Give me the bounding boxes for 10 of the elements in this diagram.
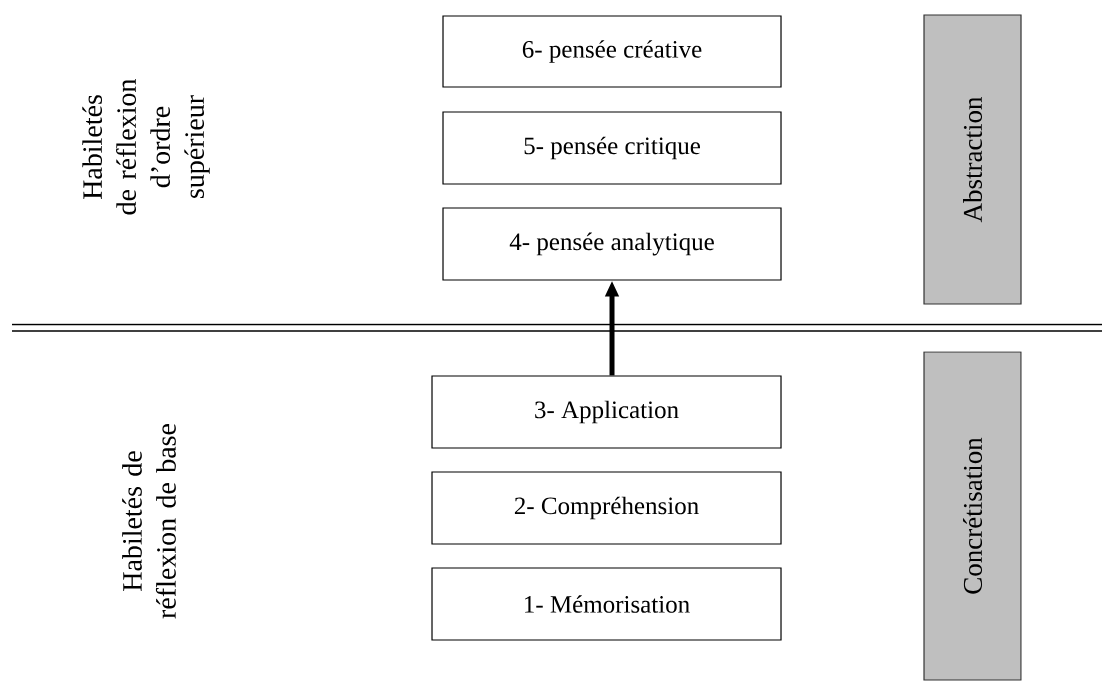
side-label: Habiletés de réflexion d’ordre supérieur [82,79,210,215]
level-box: 1- Mémorisation [431,567,782,641]
level-box: 3- Application [431,375,782,449]
level-box: 4- pensée analytique [442,207,782,281]
side-band: Abstraction [923,14,1022,305]
side-band: Concrétisation [923,351,1022,681]
level-box: 6- pensée créative [442,15,782,88]
level-box: 5- pensée critique [442,111,782,185]
level-box: 2- Compréhension [431,471,782,545]
side-label: Habiletés de réflexion de base [122,424,176,619]
